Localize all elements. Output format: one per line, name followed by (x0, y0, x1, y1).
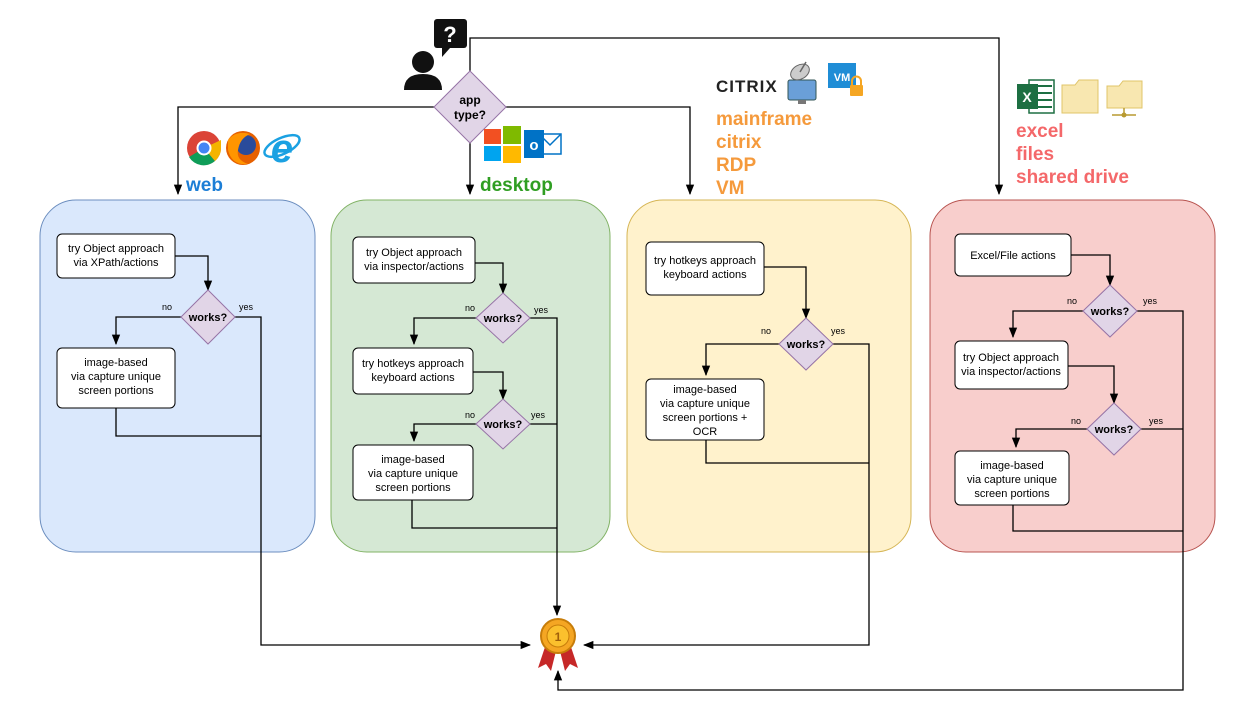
excel-no-label-2: no (1071, 416, 1081, 426)
excel-icon: X (1017, 79, 1055, 114)
desktop-yes-label-1: yes (534, 305, 549, 315)
chrome-icon (187, 131, 222, 166)
excel-yes-label-1: yes (1143, 296, 1158, 306)
shared-folder-icon (1106, 80, 1143, 118)
web-works-decision: works? (180, 289, 236, 345)
ie-icon: e (263, 127, 301, 171)
svg-text:o: o (529, 137, 538, 154)
excel-icons: X (1017, 79, 1143, 118)
excel-label-0: excel (1016, 121, 1064, 142)
excel-yes-label-2: yes (1149, 416, 1164, 426)
excel-works-decision-1: works? (1082, 284, 1138, 338)
outlook-icon: o (524, 130, 562, 158)
mainframe-works-decision: works? (778, 317, 834, 371)
mainframe-icons: CITRIX VM (716, 61, 863, 104)
remote-desktop-icon (787, 61, 817, 104)
svg-text:X: X (1022, 89, 1032, 105)
web-yes-label: yes (239, 302, 254, 312)
folder-icon (1061, 79, 1099, 114)
user-question-icon: ? (404, 19, 467, 90)
desktop-yes-label-2: yes (531, 410, 546, 420)
svg-text:VM: VM (834, 72, 851, 84)
svg-text:works?: works? (1090, 306, 1130, 318)
desktop-no-label-1: no (465, 303, 475, 313)
svg-text:1: 1 (555, 630, 562, 644)
excel-file-step: Excel/File actions (954, 233, 1072, 277)
excel-label-1: files (1016, 144, 1054, 165)
svg-text:works?: works? (483, 419, 523, 431)
excel-works-decision-2: works? (1086, 402, 1142, 456)
lane-web (39, 199, 316, 553)
windows-icon (484, 126, 521, 163)
mainframe-yes-label: yes (831, 326, 846, 336)
mainframe-label-1: citrix (716, 132, 762, 153)
root-connectors (173, 37, 1004, 196)
app-type-decision (433, 70, 507, 144)
svg-text:e: e (271, 127, 293, 171)
mainframe-label-3: VM (716, 178, 745, 199)
web-lane-label: web (185, 175, 223, 196)
web-no-label: no (162, 302, 172, 312)
desktop-no-label-2: no (465, 410, 475, 420)
desktop-works-decision-1: works? (475, 292, 531, 344)
firefox-icon (226, 131, 260, 165)
svg-text:works?: works? (1094, 424, 1134, 436)
desktop-lane-label: desktop (480, 175, 553, 196)
mainframe-label-0: mainframe (716, 109, 812, 130)
excel-no-label-1: no (1067, 296, 1077, 306)
web-icons: e (187, 127, 301, 171)
desktop-works-decision-2: works? (475, 398, 531, 450)
gold-medal-icon: 1 (538, 618, 578, 671)
lane-connectors (111, 254, 1184, 691)
svg-text:works?: works? (483, 313, 523, 325)
svg-text:works?: works? (786, 339, 826, 351)
excel-label-2: shared drive (1016, 167, 1129, 188)
mainframe-no-label: no (761, 326, 771, 336)
svg-text:Excel/File actions: Excel/File actions (970, 250, 1056, 262)
svg-text:?: ? (443, 22, 456, 47)
svg-text:works?: works? (188, 312, 228, 324)
mainframe-label-2: RDP (716, 155, 756, 176)
citrix-logo: CITRIX (716, 77, 778, 96)
vm-lock-icon: VM (828, 63, 863, 96)
desktop-icons: o (484, 126, 562, 163)
